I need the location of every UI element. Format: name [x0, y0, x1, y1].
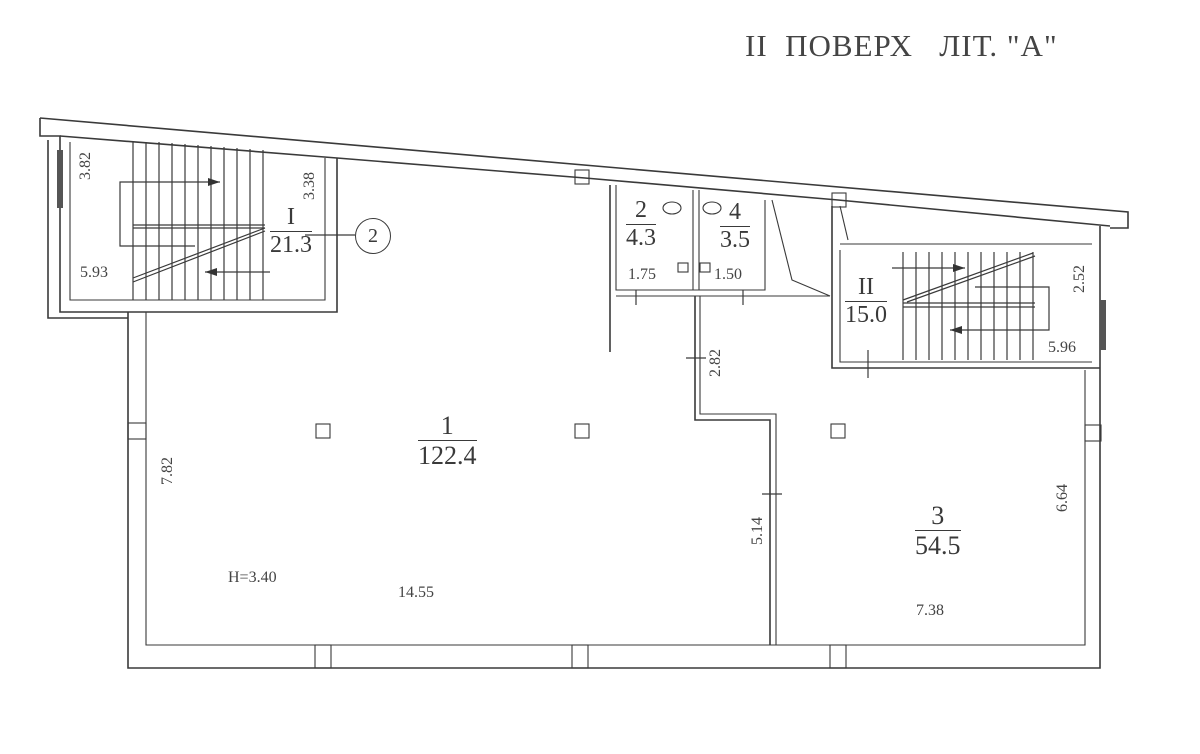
dim-corridor: 2.82 — [707, 349, 724, 377]
ceiling-height: H=3.40 — [228, 569, 277, 586]
room-4-label: 4 3.5 — [720, 199, 750, 254]
dim-stair1-right: 3.38 — [301, 172, 318, 200]
dim-room3-right: 6.64 — [1054, 484, 1071, 512]
dim-stair1-bottom: 5.93 — [80, 264, 108, 281]
dim-partition: 5.14 — [749, 517, 766, 545]
floor-title: II ПОВЕРХ ЛІТ. "А" — [745, 28, 1058, 63]
column-3 — [830, 423, 846, 439]
dim-hall-bottom: 14.55 — [398, 584, 434, 601]
room-I-label: I 21.3 — [270, 204, 312, 259]
room-1-label: 1 122.4 — [418, 411, 477, 471]
room-2-label: 2 4.3 — [626, 197, 656, 252]
dim-stair1-left: 3.82 — [77, 152, 94, 180]
dim-stair2-right: 2.52 — [1071, 265, 1088, 293]
dim-wc4-width: 1.50 — [714, 266, 742, 283]
column-2 — [574, 423, 590, 439]
dim-hall-left: 7.82 — [159, 457, 176, 485]
dim-stair2-bottom: 5.96 — [1048, 339, 1076, 356]
stairs-I — [119, 142, 270, 300]
dim-wc2-width: 1.75 — [628, 266, 656, 283]
stairs-II — [892, 252, 1050, 360]
room-II-label: II 15.0 — [845, 274, 887, 329]
column-1 — [315, 423, 331, 439]
dim-room3-bottom: 7.38 — [916, 602, 944, 619]
entrance-marker: 2 — [355, 218, 391, 254]
room-3-label: 3 54.5 — [915, 501, 961, 561]
